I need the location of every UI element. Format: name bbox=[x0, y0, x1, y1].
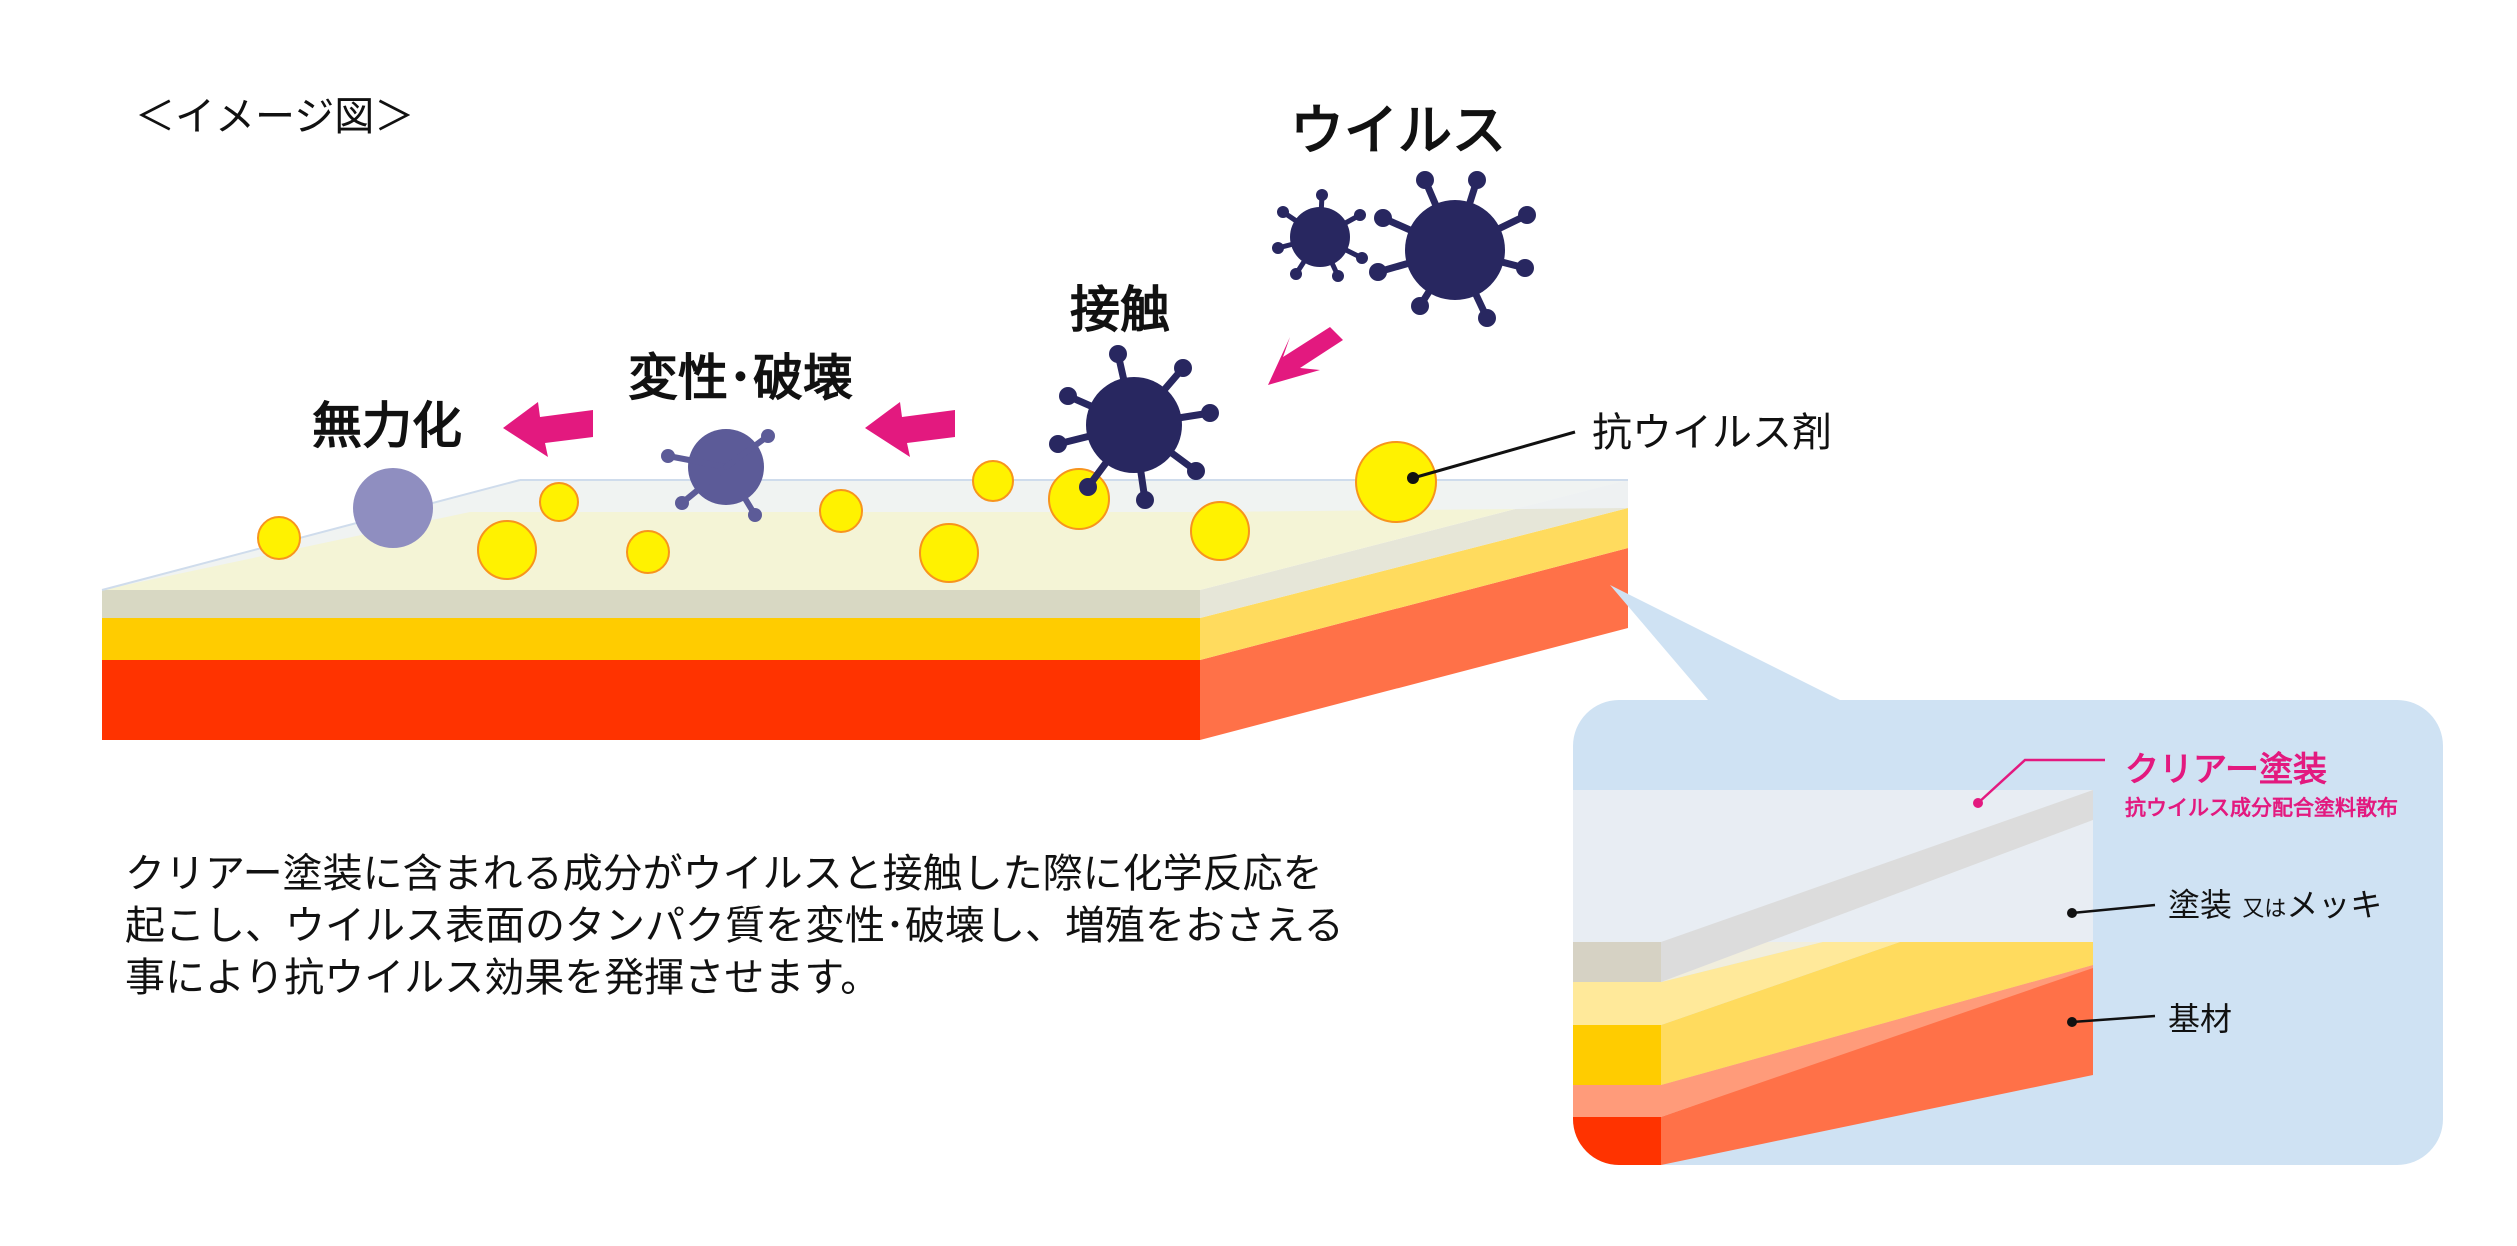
antiviral-particle-icon bbox=[626, 530, 670, 574]
antiviral-particle-icon bbox=[972, 460, 1014, 502]
label-substrate: 基材 bbox=[2168, 1000, 2233, 1038]
callout-clear-top bbox=[1573, 790, 2093, 942]
coating-side-face bbox=[1200, 508, 1628, 660]
virus-inactivated-icon bbox=[353, 468, 433, 548]
label-antiviral-agent: 抗ウイルス剤 bbox=[1592, 410, 1832, 456]
antiviral-agent-leader bbox=[1412, 430, 1576, 480]
description-line: 事により抗ウイルス効果を発揮させます。 bbox=[125, 955, 881, 1001]
arrow-left-icon bbox=[503, 402, 593, 457]
callout-bubble bbox=[1573, 585, 2443, 1165]
clear-layer-top bbox=[102, 480, 1628, 590]
substrate-side-face bbox=[1200, 548, 1628, 740]
description-line: クリアー塗装に含まれる成分がウイルスと接触した際に化学反応を bbox=[125, 851, 1323, 897]
antiviral-particle-icon bbox=[919, 523, 979, 583]
label-coating-plating: メッキ bbox=[2286, 886, 2383, 924]
substrate-leader bbox=[2071, 1014, 2156, 1024]
arrow-down-left-icon bbox=[1268, 327, 1343, 385]
antiviral-particle-icon bbox=[257, 516, 301, 560]
coating-leader bbox=[2071, 903, 2156, 915]
virus-contact-icon bbox=[1049, 345, 1219, 509]
antiviral-particle-icon bbox=[477, 520, 537, 580]
virus-large-icon bbox=[1369, 171, 1536, 327]
description-text: クリアー塗装に含まれる成分がウイルスと接触した際に化学反応を 起こし、ウイルス表… bbox=[125, 848, 1445, 1004]
callout-substrate-side bbox=[1661, 965, 2093, 1165]
virus-denatured-icon bbox=[661, 429, 775, 522]
coating-front-face bbox=[102, 618, 1200, 660]
callout-clear-front bbox=[1573, 942, 1661, 982]
clear-layer-front-face bbox=[102, 590, 1200, 618]
antiviral-particles bbox=[257, 441, 1437, 583]
callout-pointer bbox=[1610, 585, 1840, 700]
antiviral-particle-icon bbox=[1048, 468, 1110, 530]
label-contact: 接触 bbox=[1070, 281, 1170, 339]
clear-coat-leader bbox=[1977, 758, 2105, 804]
arrow-left-icon bbox=[865, 402, 955, 457]
label-denature: 変性･破壊 bbox=[628, 349, 853, 407]
label-clear-coat: クリアー塗装 bbox=[2125, 750, 2327, 790]
antiviral-particle-icon bbox=[819, 489, 863, 533]
label-coating-or: 又は bbox=[2242, 897, 2287, 922]
antiviral-particle-icon bbox=[539, 482, 579, 522]
callout-substrate-front bbox=[1573, 1117, 1661, 1165]
antiviral-particle-icon bbox=[1190, 501, 1250, 561]
clear-layer-side-face bbox=[1200, 480, 1628, 618]
label-virus: ウイルス bbox=[1290, 99, 1506, 162]
description-line: 起こし、ウイルス表面のタンパク質を変性･破壊し、増殖をおさえる bbox=[125, 903, 1344, 949]
antiviral-particle-icon bbox=[1355, 441, 1437, 523]
label-clear-coat-sub: 抗ウイルス成分配合塗料散布 bbox=[2125, 796, 2398, 820]
label-inactivate: 無力化 bbox=[312, 397, 462, 455]
label-coating: 塗装 又はメッキ bbox=[2168, 880, 2382, 926]
substrate-front-face bbox=[102, 660, 1200, 740]
label-coating-main: 塗装 bbox=[2168, 886, 2233, 924]
virus-small-icon bbox=[1272, 189, 1368, 282]
image-label: ＜イメージ図＞ bbox=[135, 94, 415, 140]
callout-coating-front bbox=[1573, 1025, 1661, 1085]
